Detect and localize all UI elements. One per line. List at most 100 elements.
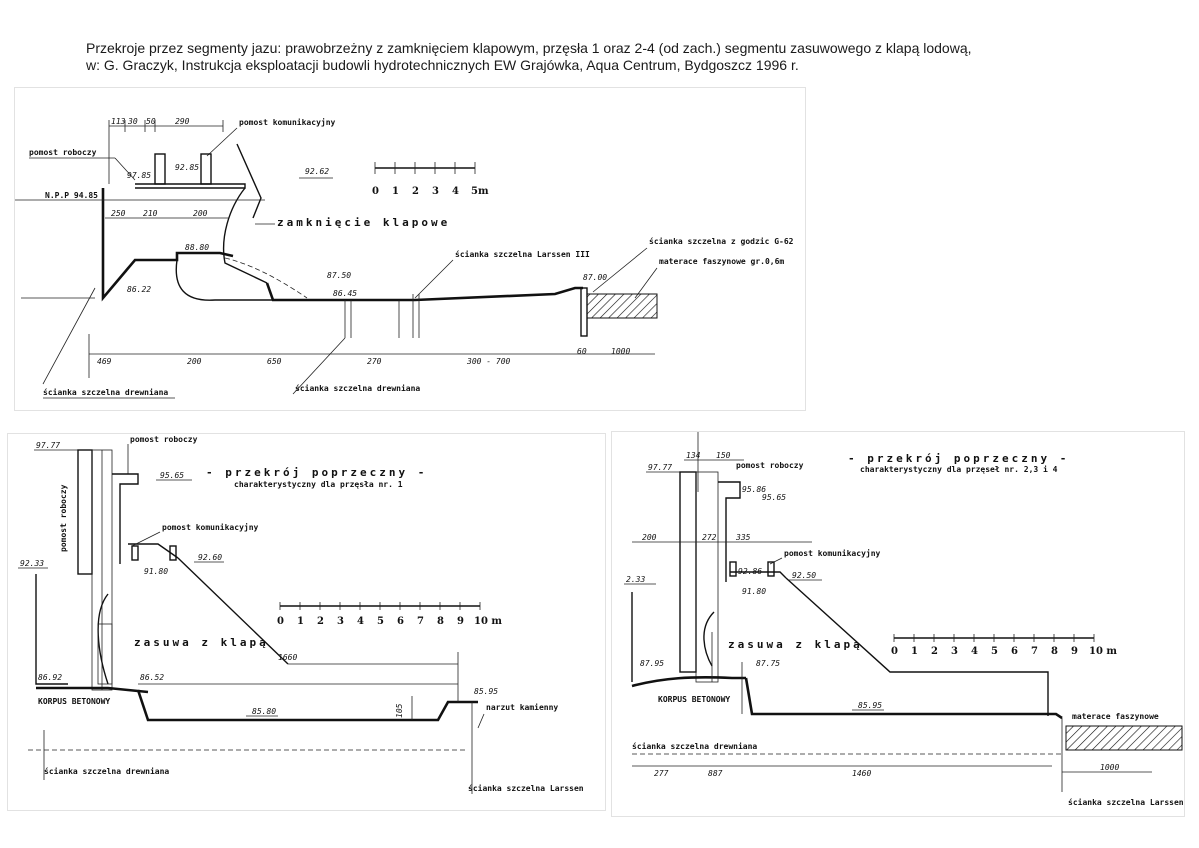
dim-60: 60 <box>577 347 587 356</box>
bl-subtitle: charakterystyczny dla przęsła nr. 1 <box>234 480 403 489</box>
bl-elev-86-52: 86.52 <box>140 673 164 682</box>
dim-200: 200 <box>193 209 208 218</box>
weir-structure <box>42 143 658 385</box>
scale-br-9: 9 <box>1071 646 1078 657</box>
scale-br-5: 5 <box>991 646 998 657</box>
scale-top-3: 3 <box>432 186 439 197</box>
elev-86-22: 86.22 <box>127 285 151 294</box>
dim-300-700: 300 - 700 <box>466 357 511 366</box>
br-label-pomost-komunikacyjny: pomost komunikacyjny <box>784 548 881 558</box>
label-scianka-drewniana-1: ścianka szczelna drewniana <box>43 387 168 397</box>
top-dim-line: 113 30 50 290 <box>108 117 224 184</box>
scale-bl-10m: 10 m <box>474 616 502 627</box>
bl-dim-1660: 1660 <box>278 653 297 662</box>
dim-1000: 1000 <box>611 347 630 356</box>
br-elev-87-75: 87.75 <box>756 659 780 668</box>
label-npp: N.P.P 94.85 <box>45 191 98 200</box>
elev-86-45: 86.45 <box>333 289 357 298</box>
label-scianka-larssen: ścianka szczelna Larssen III <box>455 249 590 259</box>
bl-label-scianka-larssen: ścianka szczelna Larssen <box>468 783 584 793</box>
dim-469: 469 <box>97 357 112 366</box>
br-elev-95-65: 95.65 <box>762 493 786 502</box>
bl-label-scianka-drewniana: ścianka szczelna drewniana <box>44 766 169 776</box>
br-dim-1000: 1000 <box>1100 763 1119 772</box>
dim-270: 270 <box>367 357 382 366</box>
scale-top-5m: 5m <box>471 186 489 197</box>
elev-87-00: 87.00 <box>583 273 607 282</box>
scale-top-1: 1 <box>392 186 399 197</box>
elev-87-50: 87.50 <box>327 271 351 280</box>
scale-br-10m: 10 m <box>1089 646 1117 657</box>
drawing-top: 113 30 50 290 pomost komunikacyjny pomos… <box>15 117 794 399</box>
bl-label-zasuwa: zasuwa z klapą <box>134 636 269 649</box>
scale-top-2: 2 <box>412 186 419 197</box>
bl-dim-105: 105 <box>395 703 404 718</box>
drawing-br: - przekrój poprzeczny - charakterystyczn… <box>624 432 1184 807</box>
dim-113: 113 <box>111 117 126 126</box>
elev-97-85: 97.85 <box>127 171 151 180</box>
bl-label-korpus: KORPUS BETONOWY <box>38 697 110 706</box>
br-elev-97-77: 97.77 <box>648 463 672 472</box>
bl-elev-92-33: 92.33 <box>20 559 44 568</box>
br-dim-272: 272 <box>702 533 717 542</box>
scale-br-8: 8 <box>1051 646 1058 657</box>
scale-br-0: 0 <box>891 646 898 657</box>
br-label-scianka-larssen: ścianka szczelna Larssen <box>1068 797 1184 807</box>
label-zamkniecie-klapowe: zamknięcie klapowe <box>277 216 450 229</box>
br-dim-200: 200 <box>642 533 657 542</box>
scale-br-4: 4 <box>971 646 978 657</box>
dim-650: 650 <box>267 357 282 366</box>
scale-br-2: 2 <box>931 646 938 657</box>
dim-210: 210 <box>143 209 158 218</box>
bl-elev-85-80: 85.80 <box>252 707 276 716</box>
scale-top-0: 0 <box>372 186 379 197</box>
br-elev-92-86: 92.86 <box>738 567 762 576</box>
bl-elev-91-80: 91.80 <box>144 567 168 576</box>
br-label-korpus: KORPUS BETONOWY <box>658 695 730 704</box>
br-dim-134: 134 <box>686 451 701 460</box>
scale-bar-bl: 0 1 2 3 4 5 6 7 8 9 10 m <box>277 602 502 627</box>
label-scianka-drewniana-2: ścianka szczelna drewniana <box>295 383 420 393</box>
br-label-pomost-roboczy: pomost roboczy <box>736 461 804 470</box>
bl-elev-92-60: 92.60 <box>198 553 222 562</box>
elev-92-62: 92.62 <box>305 167 329 176</box>
caption: Przekroje przez segmenty jazu: prawobrze… <box>86 40 1146 74</box>
scale-bar-br: 0 1 2 3 4 5 6 7 8 9 10 m <box>891 634 1117 657</box>
scale-bl-6: 6 <box>397 616 404 627</box>
bl-label-pomost-komunikacyjny: pomost komunikacyjny <box>162 522 259 532</box>
bl-label-pomost-roboczy: pomost roboczy <box>130 435 198 444</box>
scale-br-6: 6 <box>1011 646 1018 657</box>
br-title: - przekrój poprzeczny - <box>848 452 1069 465</box>
scale-br-7: 7 <box>1031 646 1038 657</box>
br-elev-92-50: 92.50 <box>792 571 816 580</box>
br-elev-95-86: 95.86 <box>742 485 766 494</box>
bl-title: - przekrój poprzeczny - <box>206 466 427 479</box>
br-elev-91-80: 91.80 <box>742 587 766 596</box>
dim-250: 250 <box>111 209 126 218</box>
scale-bar-top: 0 1 2 3 4 5m <box>372 162 489 197</box>
scale-bl-1: 1 <box>297 616 304 627</box>
scale-top-4: 4 <box>452 186 459 197</box>
label-pomost-roboczy: pomost roboczy <box>29 148 97 157</box>
label-scianka-godzic: ścianka szczelna z godzic G-62 <box>649 236 794 246</box>
caption-line-2: w: G. Graczyk, Instrukcja eksploatacji b… <box>86 57 799 73</box>
section-span-1: pomost roboczy 97.77 pomost roboczy 95.6… <box>8 434 605 810</box>
section-right-bank-flap: 113 30 50 290 pomost komunikacyjny pomos… <box>15 88 805 410</box>
bl-label-narzut: narzut kamienny <box>486 702 558 712</box>
br-weir-structure <box>631 471 1183 792</box>
drawing-bl: pomost roboczy 97.77 pomost roboczy 95.6… <box>18 435 584 794</box>
bl-label-pomost-roboczy-vertical: pomost roboczy <box>59 484 68 552</box>
scale-bl-0: 0 <box>277 616 284 627</box>
scale-bl-4: 4 <box>357 616 364 627</box>
elev-88-80: 88.80 <box>185 243 209 252</box>
section-spans-2-4: - przekrój poprzeczny - charakterystyczn… <box>612 432 1184 816</box>
scale-bl-8: 8 <box>437 616 444 627</box>
label-pomost-komunikacyjny: pomost komunikacyjny <box>239 117 336 127</box>
bl-elev-95-65: 95.65 <box>160 471 184 480</box>
dim-50: 50 <box>146 117 156 126</box>
scale-bl-5: 5 <box>377 616 384 627</box>
br-label-scianka-drewniana: ścianka szczelna drewniana <box>632 741 757 751</box>
dim-290: 290 <box>175 117 190 126</box>
br-dim-887: 887 <box>708 769 723 778</box>
br-subtitle: charakterystyczny dla przęseł nr. 2,3 i … <box>860 464 1058 474</box>
